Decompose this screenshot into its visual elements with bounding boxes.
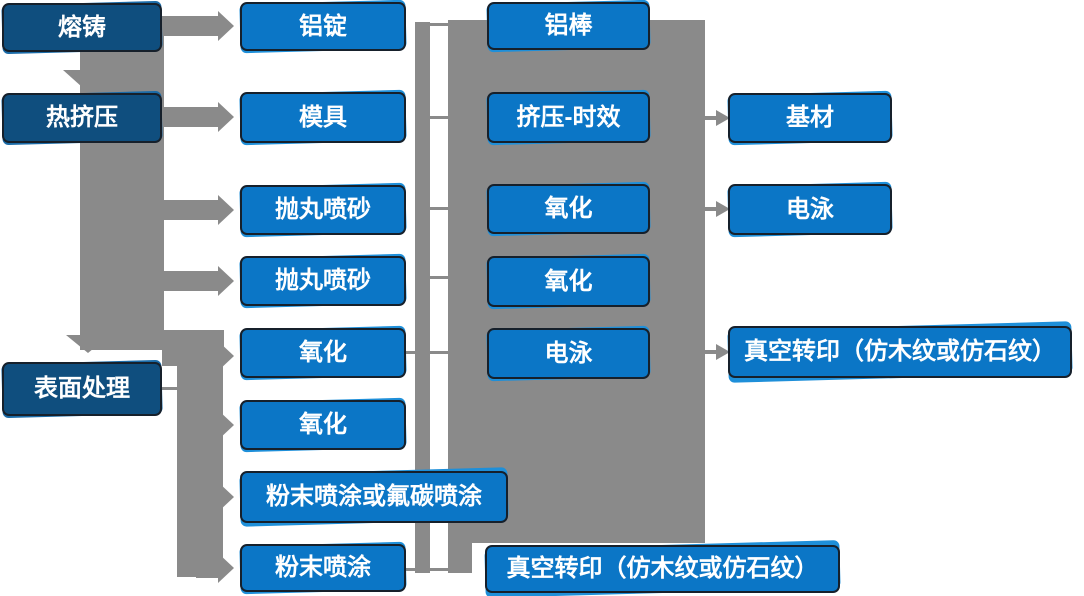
node-aluminum-ingot: 铝锭 — [239, 0, 407, 54]
arrow-to-powder-fluorocarbon-coating — [196, 487, 218, 507]
node-substrate: 基材 — [727, 90, 893, 146]
arrow-to-powder-coating — [196, 558, 218, 578]
node-vacuum-transfer-1: 真空转印（仿木纹或仿石纹） — [727, 321, 1073, 383]
node-mould: 模具 — [239, 89, 407, 146]
arrow-down-to-surface-treatment — [66, 335, 110, 353]
node-electrophoresis-2: 电泳 — [727, 181, 893, 238]
node-shot-blasting-1: 抛丸喷砂 — [239, 182, 407, 238]
stage3-block-leg — [448, 543, 472, 573]
arrow-to-vacuum-transfer — [703, 350, 716, 354]
middle-bus-bar — [415, 22, 430, 573]
link-shot-blasting-2-row — [430, 276, 450, 279]
node-label: 热挤压 — [2, 93, 162, 143]
node-aluminum-rod: 铝棒 — [486, 0, 651, 53]
node-oxidation-1: 氧化 — [239, 325, 407, 381]
node-label: 抛丸喷砂 — [240, 185, 406, 235]
node-oxidation-3: 氧化 — [486, 181, 651, 237]
arrow-to-aluminum-ingot — [162, 16, 218, 36]
node-label: 氧化 — [240, 328, 406, 378]
arrow-to-electrophoresis — [703, 207, 716, 211]
node-label: 电泳 — [487, 328, 650, 379]
link-oxidation-row — [405, 351, 450, 354]
link-powder-coating-row — [405, 568, 450, 571]
node-label: 粉末喷涂或氟碳喷涂 — [240, 471, 508, 523]
node-label: 铝锭 — [240, 2, 406, 51]
arrow-to-oxidation-2 — [196, 415, 218, 435]
node-label: 表面处理 — [2, 362, 162, 416]
node-label: 模具 — [240, 92, 406, 143]
link-mould-row — [430, 116, 450, 119]
node-label: 抛丸喷砂 — [240, 256, 406, 306]
node-label: 真空转印（仿木纹或仿石纹） — [728, 326, 1072, 378]
node-label: 铝棒 — [487, 2, 650, 50]
node-hot-extrusion: 热挤压 — [1, 90, 163, 146]
node-label: 氧化 — [487, 184, 650, 234]
surface-treatment-link-line — [162, 387, 179, 390]
node-extrusion-aging: 挤压-时效 — [486, 89, 651, 146]
arrow-to-shot-blasting-2 — [162, 271, 218, 291]
node-oxidation-4: 氧化 — [486, 253, 651, 310]
node-label: 真空转印（仿木纹或仿石纹） — [485, 545, 840, 593]
link-shot-blasting-1-row — [430, 207, 450, 210]
node-oxidation-2: 氧化 — [239, 397, 407, 453]
node-electrophoresis-1: 电泳 — [486, 325, 651, 382]
node-vacuum-transfer-2: 真空转印（仿木纹或仿石纹） — [484, 540, 841, 596]
node-powder-coating: 粉末喷涂 — [239, 541, 407, 595]
arrow-to-mould — [162, 107, 218, 127]
node-melting-casting: 熔铸 — [1, 0, 163, 55]
node-label: 氧化 — [487, 256, 650, 307]
arrow-to-shot-blasting-1 — [162, 200, 218, 220]
node-shot-blasting-2: 抛丸喷砂 — [239, 253, 407, 309]
arrow-down-to-hot-extrusion — [63, 70, 101, 87]
left-flow-band — [80, 18, 164, 350]
node-label: 基材 — [728, 93, 892, 143]
arrow-to-substrate — [703, 116, 716, 120]
node-label: 粉末喷涂 — [240, 544, 406, 592]
arrow-to-oxidation-1 — [162, 346, 218, 366]
node-label: 氧化 — [240, 400, 406, 450]
node-powder-or-fluorocarbon-coating: 粉末喷涂或氟碳喷涂 — [239, 467, 509, 527]
link-ingot-row — [430, 23, 450, 26]
node-label: 熔铸 — [2, 3, 162, 52]
node-label: 挤压-时效 — [487, 92, 650, 143]
node-surface-treatment: 表面处理 — [1, 359, 163, 419]
node-label: 电泳 — [728, 184, 892, 235]
surface-treatment-band — [177, 330, 223, 577]
